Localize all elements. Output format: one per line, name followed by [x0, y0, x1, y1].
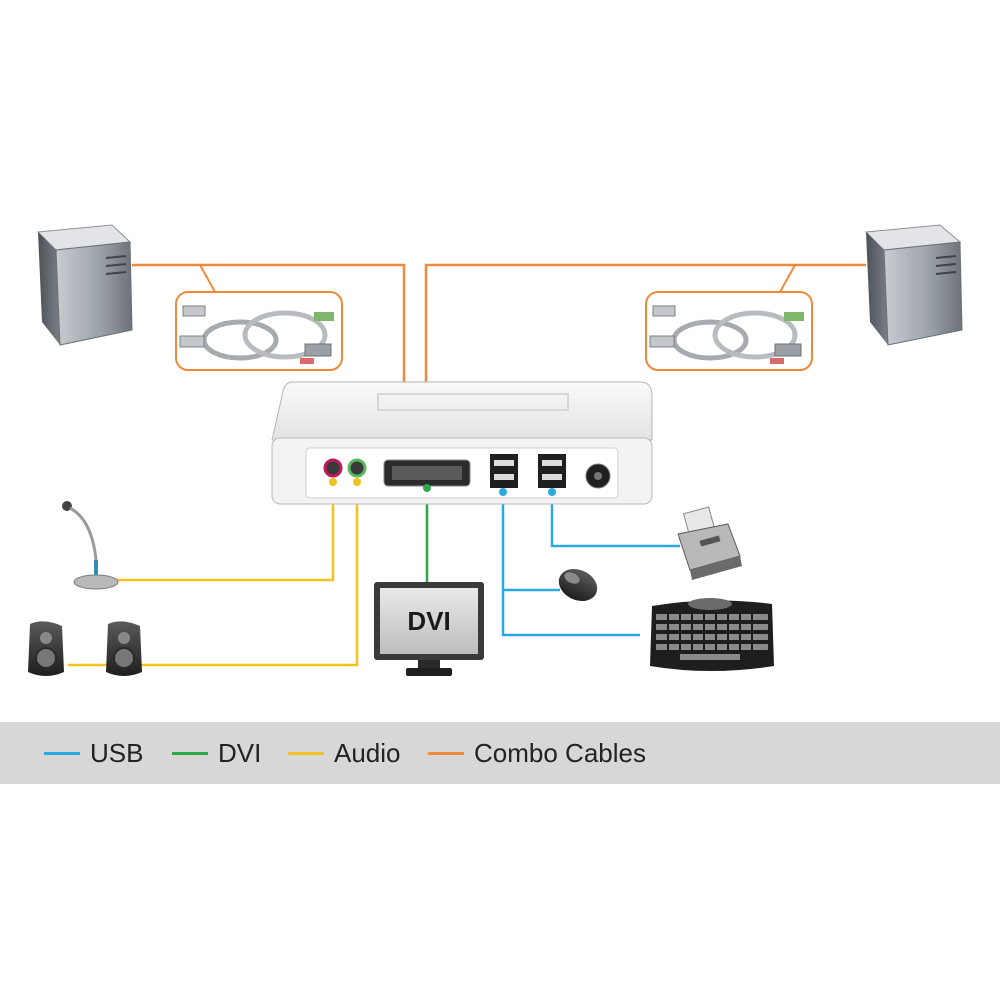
- legend-label-audio: Audio: [334, 737, 401, 768]
- audio-port-speaker: [347, 458, 367, 486]
- audio-cable-microphone: [112, 482, 335, 582]
- legend-swatch-usb: [44, 751, 80, 755]
- legend-label-usb: USB: [90, 737, 144, 768]
- legend-item-dvi: DVI: [172, 722, 261, 784]
- speaker-right-icon: [106, 621, 142, 676]
- combo-cable-left: [132, 263, 406, 382]
- usb-cable-mouse-keyboard: [501, 492, 640, 637]
- kvm-switch-icon: [271, 381, 653, 505]
- usb-cable-printer: [550, 492, 680, 548]
- legend-item-audio: Audio: [288, 722, 401, 784]
- combo-cable-right: [424, 263, 866, 382]
- printer-icon: [677, 506, 742, 580]
- legend-swatch-audio: [288, 751, 324, 755]
- combo-cable-callout-right: [645, 291, 813, 371]
- usb-port-2: [538, 454, 566, 496]
- dvi-port: [383, 459, 471, 492]
- legend-swatch-dvi: [172, 751, 208, 755]
- legend-label-dvi: DVI: [218, 737, 262, 768]
- audio-cable-speakers: [68, 482, 359, 667]
- audio-port-mic: [323, 458, 343, 486]
- speaker-left-icon: [28, 621, 64, 676]
- monitor-icon: DVI: [374, 582, 484, 676]
- legend-swatch-combo: [428, 751, 464, 755]
- computer-left-tower-pc-icon: [36, 224, 133, 346]
- legend-item-usb: USB: [44, 722, 143, 784]
- microphone-icon: [62, 501, 119, 590]
- computer-right-tower-pc-icon: [864, 224, 963, 346]
- combo-cable-callout-left: [175, 291, 343, 371]
- power-port: [585, 463, 611, 489]
- legend-label-combo: Combo Cables: [474, 737, 646, 768]
- usb-port-1: [490, 454, 518, 496]
- mouse-icon: [558, 568, 598, 602]
- monitor-label: DVI: [407, 606, 450, 636]
- legend-item-combo: Combo Cables: [428, 722, 646, 784]
- keyboard-icon: [650, 598, 774, 671]
- legend: USB DVI Audio Combo Cables: [0, 722, 1000, 784]
- kvm-connection-diagram: DVI: [28, 224, 963, 676]
